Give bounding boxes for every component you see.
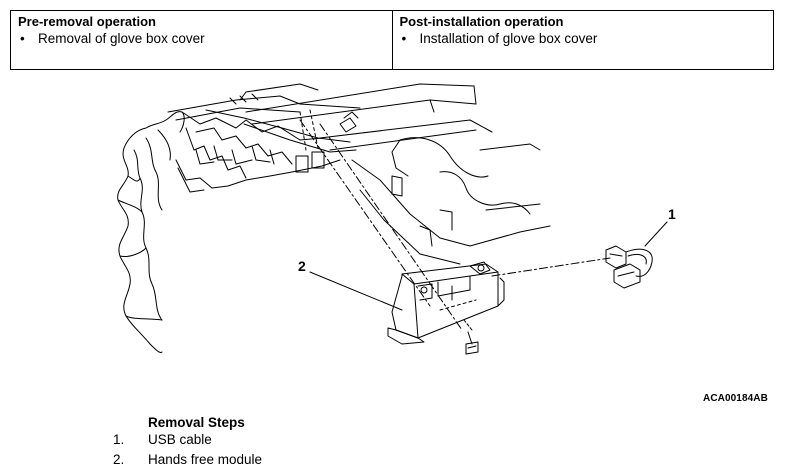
removal-step: 1. USB cable	[113, 432, 212, 447]
callout-2: 2	[298, 258, 306, 274]
step-number: 1.	[113, 432, 125, 447]
figure-code: ACA00184AB	[703, 393, 768, 404]
operations-table: Pre-removal operation • Removal of glove …	[10, 10, 774, 70]
pre-removal-cell: Pre-removal operation • Removal of glove …	[11, 11, 392, 69]
mounting-screw	[463, 319, 479, 355]
bullet: •	[20, 31, 25, 46]
usb-cable	[605, 245, 653, 289]
step-label: USB cable	[148, 432, 212, 447]
removal-steps-title: Removal Steps	[148, 415, 245, 430]
bullet: •	[401, 31, 407, 46]
pre-removal-item: • Removal of glove box cover	[18, 30, 385, 47]
callout-leaders	[309, 221, 668, 311]
cross-member-beam	[245, 83, 493, 151]
dashboard-frame	[167, 83, 361, 193]
post-installation-item-label: Installation of glove box cover	[419, 31, 598, 46]
post-installation-cell: Post-installation operation • Installatio…	[391, 11, 774, 69]
callout-1: 1	[668, 206, 676, 222]
right-body-panel	[351, 137, 551, 265]
removal-step: 2. Hands free module	[113, 452, 262, 467]
hands-free-module	[387, 261, 505, 345]
post-installation-title: Post-installation operation	[399, 14, 564, 29]
dashboard-side-panel	[117, 111, 185, 353]
pre-removal-title: Pre-removal operation	[18, 14, 156, 29]
pre-removal-item-label: Removal of glove box cover	[38, 31, 205, 46]
post-installation-item: • Installation of glove box cover	[400, 30, 767, 47]
alignment-lines	[299, 119, 611, 331]
step-label: Hands free module	[148, 452, 263, 467]
step-number: 2.	[113, 452, 125, 467]
